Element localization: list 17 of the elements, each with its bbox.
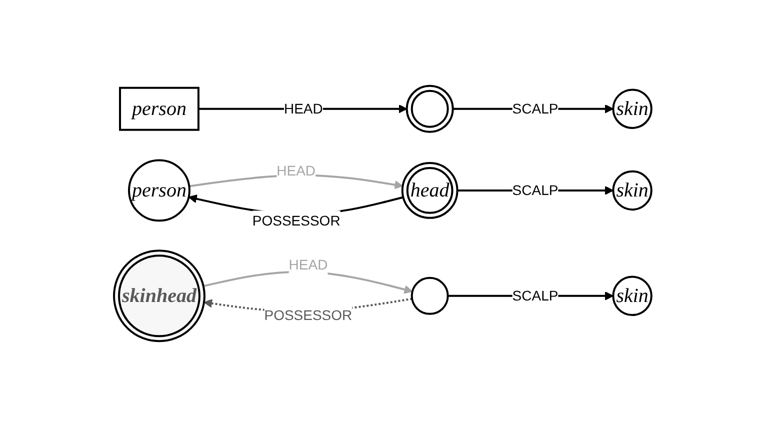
node-circle: skin (612, 88, 652, 129)
edge-label: SCALP (512, 287, 558, 304)
edge-label: SCALP (512, 182, 558, 198)
edge-label: HEAD (276, 162, 316, 178)
node-circle: skin (612, 276, 652, 316)
edge-label: POSSESSOR (264, 307, 352, 324)
edge-label: SCALP (512, 100, 558, 116)
node-circle (410, 276, 449, 315)
node-box: person (118, 86, 200, 131)
node-circle: head (401, 162, 458, 219)
edge-label: HEAD (288, 256, 328, 272)
node-circle: skinhead (112, 250, 206, 342)
node-circle (406, 84, 454, 133)
edge-label: HEAD (284, 100, 323, 116)
node-circle: skin (612, 170, 652, 211)
edge-label: POSSESSOR (252, 212, 340, 229)
node-circle: person (128, 159, 190, 222)
